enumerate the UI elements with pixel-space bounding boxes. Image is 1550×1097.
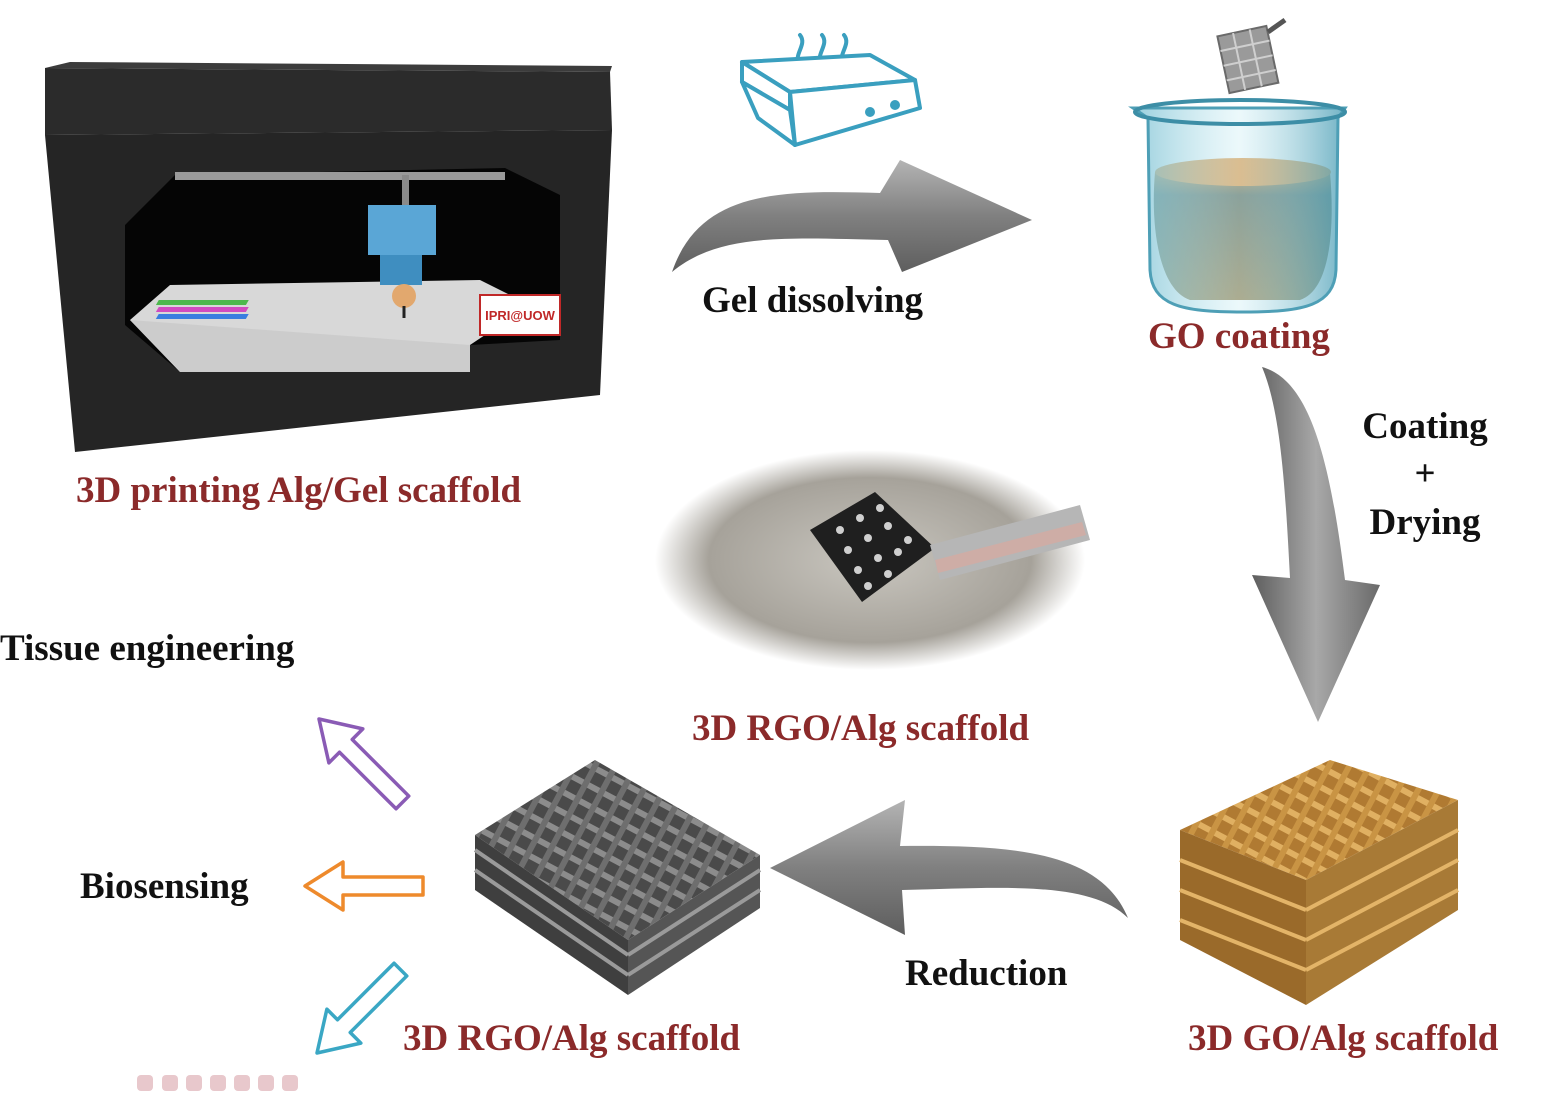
label-go-alg-scaffold: 3D GO/Alg scaffold <box>1188 1018 1499 1059</box>
label-drying: Drying <box>1369 502 1481 543</box>
label-rgo-photo: 3D RGO/Alg scaffold <box>692 708 1030 749</box>
arrow-coating-drying <box>1252 367 1380 722</box>
label-gel-dissolving: Gel dissolving <box>702 280 924 321</box>
3d-printer-icon <box>45 62 612 452</box>
hotplate-icon <box>740 33 922 147</box>
label-reduction: Reduction <box>905 953 1068 994</box>
label-printer: 3D printing Alg/Gel scaffold <box>76 470 522 511</box>
label-tissue-engineering: Tissue engineering <box>0 628 295 669</box>
lattice-scaffold-icon-rgo <box>473 760 762 995</box>
arrow-reduction <box>770 800 1128 935</box>
arrow-bottom-left <box>315 961 409 1055</box>
scaffold-photo-icon <box>655 450 1090 670</box>
decorative-dots <box>137 1075 298 1091</box>
beaker-icon <box>1128 17 1348 314</box>
arrow-to-biosensing <box>303 860 425 912</box>
lattice-scaffold-icon <box>1179 760 1459 1005</box>
label-go-coating: GO coating <box>1148 316 1330 357</box>
label-rgo-alg-scaffold: 3D RGO/Alg scaffold <box>403 1018 741 1059</box>
arrow-gel-dissolving <box>672 160 1032 272</box>
label-biosensing: Biosensing <box>80 866 249 907</box>
printer-logo: IPRI@UOW <box>485 308 555 323</box>
label-plus: + <box>1414 453 1436 494</box>
arrow-to-tissue-engineering <box>317 717 411 811</box>
label-coating-drying: Coating + Drying <box>1350 408 1500 541</box>
label-coating: Coating <box>1362 406 1488 447</box>
